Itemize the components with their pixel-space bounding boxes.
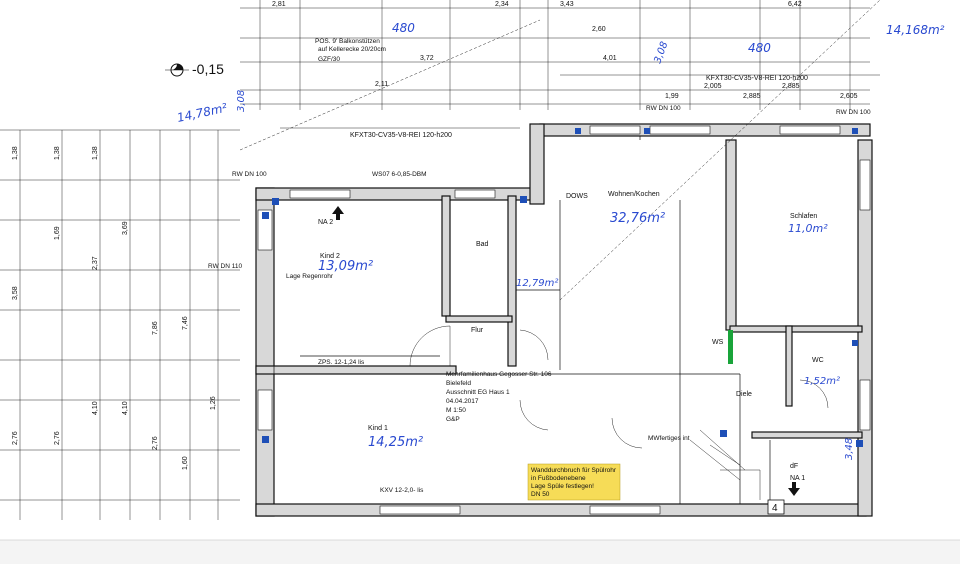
dim-left-0: 1,38 [12,146,19,160]
dim-left-3: 3,58 [12,286,19,300]
room-diele: Diele [736,391,752,398]
dim-top-9: 2,005 [704,83,722,90]
left-dimension-chain: 1,38 1,38 1,38 3,58 3,69 2,37 1,69 7,86 … [0,129,240,520]
dim-top-3: 6,42 [788,1,802,8]
title-line-4: M 1:50 [446,407,466,414]
dim-left-11: 2,76 [12,431,19,445]
box-four: 4 [772,503,778,514]
dim-left-7: 7,86 [152,321,159,335]
yellow-note: Wanddurchbruch für Spülrohr in Fußbodene… [527,463,621,501]
pos9-label: POS. 9' Balkonstützen [315,38,380,45]
kfxt-left-label: KFXT30-CV35-V8-REI 120-h200 [350,132,452,139]
dim-left-1: 1,38 [54,146,61,160]
dim-left-12: 2,76 [54,431,61,445]
scan-bottom-margin [0,540,960,564]
label-ws: WS [712,339,724,346]
hand-area-wc: 1,52m² [804,376,840,387]
room-schlafen: Schlafen [790,213,817,220]
walls [255,123,873,517]
dim-left-8: 7,46 [182,316,189,330]
dim-left-14: 1,60 [182,456,189,470]
dim-top-0: 2,81 [272,1,286,8]
label-rw-dn110: RW DN 110 [208,263,242,270]
title-line-1: Bielefeld [446,380,471,387]
label-rw-dn100-right: RW DN 100 [836,109,871,116]
level-label: -0,15 [192,61,224,77]
label-df: dF [790,463,798,470]
label-rw-dn100-left: RW DN 100 [232,171,267,178]
handwritten-annotations: 13,09m² 14,25m² 32,76m² 11,0m² 12,79m² 1… [176,21,945,460]
dim-left-5: 2,37 [92,256,99,270]
label-dows: DOWS [566,193,588,200]
room-flur: Flur [471,327,484,334]
hand-dim-308a: 3,08 [236,90,247,112]
hand-area-kind1: 14,25m² [368,435,423,450]
dim-left-4: 3,69 [122,221,129,235]
label-na1: NA 1 [790,475,805,482]
dim-left-2: 1,38 [92,146,99,160]
label-kxv: KXV 12-2,0- lis [380,487,424,494]
dim-left-10: 4,10 [122,401,129,415]
hand-area-bad: 12,79m² [516,278,558,289]
room-wohnen: Wohnen/Kochen [608,191,660,198]
hand-area-kind2: 13,09m² [318,259,373,274]
arrow-markers [332,206,800,496]
hand-dim-480a: 480 [392,21,415,35]
title-line-5: G&P [446,416,460,423]
dim-top-2: 3,43 [560,1,574,8]
room-bad: Bad [476,241,489,248]
dim-left-15: 2,76 [152,436,159,450]
title-block: Mehrfamilienhaus Gegosser Str. 106 Biele… [446,371,552,423]
dim-top-10: 2,885 [782,83,800,90]
diagonal-lines [239,0,881,301]
dim-left-9: 4,10 [92,401,99,415]
label-na2: NA 2 [318,219,333,226]
green-marker [728,330,733,364]
windows [257,125,871,515]
kellerecke-label: auf Kellerecke 20/20cm [318,46,386,53]
level-marker: -0,15 [165,61,224,77]
label-mwf: MWfertiges int [648,435,690,442]
dim-left-6: 1,69 [54,226,61,240]
hand-area-schlafen: 11,0m² [788,222,828,235]
top-dimension-chain: 2,81 2,34 3,43 6,42 2,11 2,60 4,01 2,885… [240,0,870,110]
room-kind2: Kind 2 [320,253,340,260]
dim-top-1: 2,34 [495,1,509,8]
hand-dim-348: 3,48 [844,438,855,460]
blue-markers [262,128,863,447]
door-swings [409,325,829,449]
note-line-0: Wanddurchbruch für Spülrohr [531,467,617,474]
hand-dim-480b: 480 [748,41,771,55]
label-rw-dn100-mid: RW DN 100 [646,105,681,112]
dim-top-8: 1,99 [665,93,679,100]
dim-left-13: 1,26 [210,396,217,410]
hand-area-balkon-right: 14,168m² [886,23,945,37]
dim-top-6: 4,01 [603,55,617,62]
gzf-label: GZF/30 [318,56,340,63]
stair-detail [689,429,761,500]
kfxt-top-label: KFXT30-CV35-V8-REI 120-h200 [706,75,808,82]
note-line-2: Lage Spüle festlegen! [531,483,594,490]
dim-top-5: 2,60 [592,26,606,33]
hand-area-balkon-left: 14,78m² [176,101,229,125]
title-line-3: 04.04.2017 [446,398,479,405]
title-line-2: Ausschnitt EG Haus 1 [446,389,510,396]
note-line-1: in Fußbodenebene [531,475,586,482]
dim-top-11: 3,72 [420,55,434,62]
hand-area-wohnen: 32,76m² [610,211,665,226]
dim-top-7: 2,885 [743,93,761,100]
dim-top-4: 2,11 [375,81,388,88]
room-wc: WC [812,357,824,364]
label-zps: ZPS. 12-1,24 lis [318,359,365,366]
title-line-0: Mehrfamilienhaus Gegosser Str. 106 [446,371,552,378]
note-line-3: DN 50 [531,491,550,498]
label-ws07: WS07 6-0,85-DBM [372,171,427,178]
room-kind1: Kind 1 [368,425,388,432]
dim-top-12: 2,605 [840,93,858,100]
label-lage-regenrohr: Lage Regenrohr [286,273,334,280]
hand-dim-308b: 3,08 [652,40,670,65]
